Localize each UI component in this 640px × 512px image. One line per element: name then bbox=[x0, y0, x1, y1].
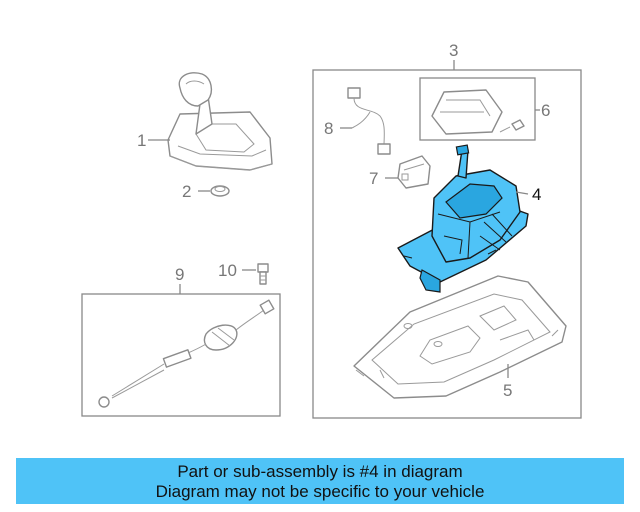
part-6-cover[interactable] bbox=[431, 89, 525, 135]
part-5-console-housing[interactable] bbox=[353, 275, 567, 399]
callout-7-label: 7 bbox=[369, 169, 378, 188]
callout-4-label: 4 bbox=[532, 185, 541, 204]
part-1-shift-knob-boot[interactable] bbox=[167, 72, 273, 171]
callout-6-label: 6 bbox=[541, 101, 550, 120]
callout-9-label: 9 bbox=[175, 265, 184, 284]
notice-line-2: Diagram may not be specific to your vehi… bbox=[155, 481, 485, 501]
callout-8-label: 8 bbox=[324, 119, 333, 138]
part-7-switch[interactable] bbox=[397, 155, 431, 189]
part-9-group-box bbox=[81, 293, 281, 417]
notice-line-1: Part or sub-assembly is #4 in diagram bbox=[177, 461, 463, 481]
part-4-shifter-assembly[interactable] bbox=[397, 144, 529, 293]
assembly-3-box bbox=[312, 69, 582, 419]
callout-3-label: 3 bbox=[449, 41, 458, 60]
callout-2-label: 2 bbox=[182, 182, 191, 201]
part-8-wiring-harness[interactable] bbox=[347, 87, 391, 155]
part-9-shift-cable[interactable] bbox=[98, 299, 275, 408]
notice-banner: Part or sub-assembly is #4 in diagram Di… bbox=[16, 458, 624, 504]
part-10-bolt[interactable] bbox=[257, 263, 269, 285]
part-6-group-box bbox=[419, 77, 536, 141]
callout-5-label: 5 bbox=[503, 381, 512, 400]
callout-10-label: 10 bbox=[218, 261, 237, 280]
callout-1-label: 1 bbox=[137, 131, 146, 150]
part-2-grommet[interactable] bbox=[198, 185, 230, 197]
